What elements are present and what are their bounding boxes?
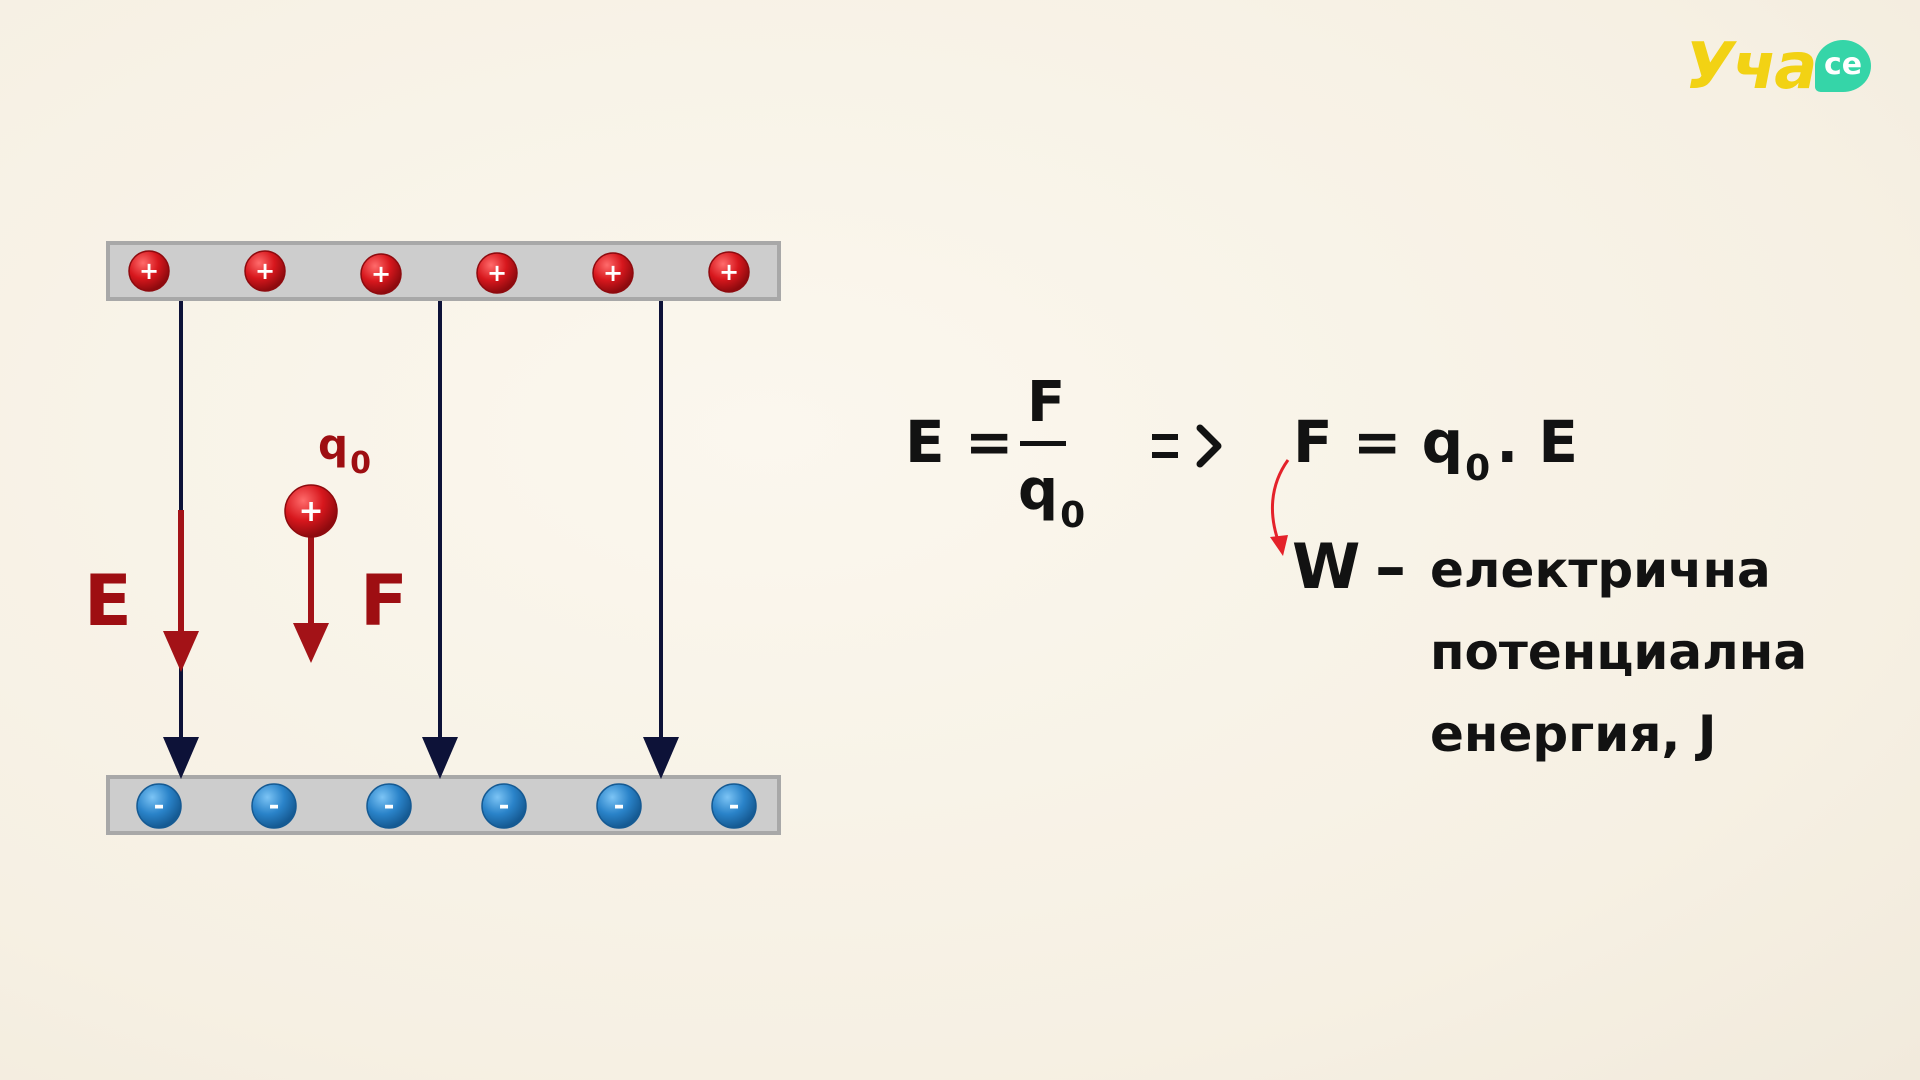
annotation-arrow <box>1270 459 1290 547</box>
formula-numerator: F <box>1027 370 1066 435</box>
charge-label-base: q <box>318 420 349 469</box>
definition-symbol: W <box>1292 530 1361 603</box>
field-line-arrowhead <box>163 737 199 779</box>
negative-plate <box>106 775 781 835</box>
positive-charge: + <box>244 250 286 292</box>
test-charge: + <box>284 484 338 538</box>
brand-logo: Уча се <box>1685 30 1877 106</box>
positive-charge: + <box>592 252 634 294</box>
definition-line-1: електрична <box>1430 541 1771 599</box>
positive-plate <box>106 241 781 301</box>
charge-label-subscript: 0 <box>350 446 371 481</box>
minus-sign-icon: - <box>384 791 395 821</box>
positive-charge: + <box>360 253 402 295</box>
plus-sign-icon: + <box>139 257 159 285</box>
logo-wordmark: Уча <box>1685 30 1817 104</box>
plus-sign-icon: + <box>719 258 739 286</box>
e-vector-label: E <box>84 560 132 642</box>
logo-badge-text: се <box>1823 47 1863 82</box>
plus-sign-icon: + <box>603 259 623 287</box>
denominator-base: q <box>1018 458 1059 523</box>
negative-charge: - <box>136 783 182 829</box>
formula-lhs: E = <box>905 408 1014 476</box>
f-vector-arrowhead <box>293 623 329 663</box>
definition-dash: – <box>1375 530 1406 603</box>
fraction-bar <box>1020 441 1066 446</box>
charge-label: q0 <box>318 420 371 481</box>
plus-sign-icon: + <box>371 260 391 288</box>
result-prefix: F = q <box>1293 408 1464 476</box>
field-line-arrowhead <box>643 737 679 779</box>
minus-sign-icon: - <box>154 791 165 821</box>
minus-sign-icon: - <box>729 791 740 821</box>
field-line-arrowhead <box>422 737 458 779</box>
result-subscript: 0 <box>1465 448 1491 489</box>
negative-charge: - <box>366 783 412 829</box>
definition-line-2: потенциална <box>1430 623 1808 681</box>
negative-charge: - <box>711 783 757 829</box>
positive-charge: + <box>708 251 750 293</box>
e-vector-arrowhead <box>163 631 199 672</box>
minus-sign-icon: - <box>614 791 625 821</box>
logo-badge: се <box>1815 40 1872 92</box>
result-suffix: . E <box>1496 408 1579 476</box>
plus-sign-icon: + <box>298 494 323 529</box>
annotation-arrowhead <box>1270 535 1288 556</box>
implies-arrow-icon <box>1152 424 1222 468</box>
negative-charge: - <box>481 783 527 829</box>
definition-line-3: енергия, J <box>1430 705 1717 763</box>
positive-charge: + <box>128 250 170 292</box>
negative-charge: - <box>596 783 642 829</box>
formula-denominator: q0 <box>1018 458 1085 536</box>
formula-result: F = q0. E <box>1293 408 1579 489</box>
denominator-subscript: 0 <box>1060 495 1086 536</box>
plus-sign-icon: + <box>255 257 275 285</box>
negative-charge: - <box>251 783 297 829</box>
f-vector-label: F <box>360 560 408 642</box>
minus-sign-icon: - <box>499 791 510 821</box>
plus-sign-icon: + <box>487 259 507 287</box>
minus-sign-icon: - <box>269 791 280 821</box>
positive-charge: + <box>476 252 518 294</box>
